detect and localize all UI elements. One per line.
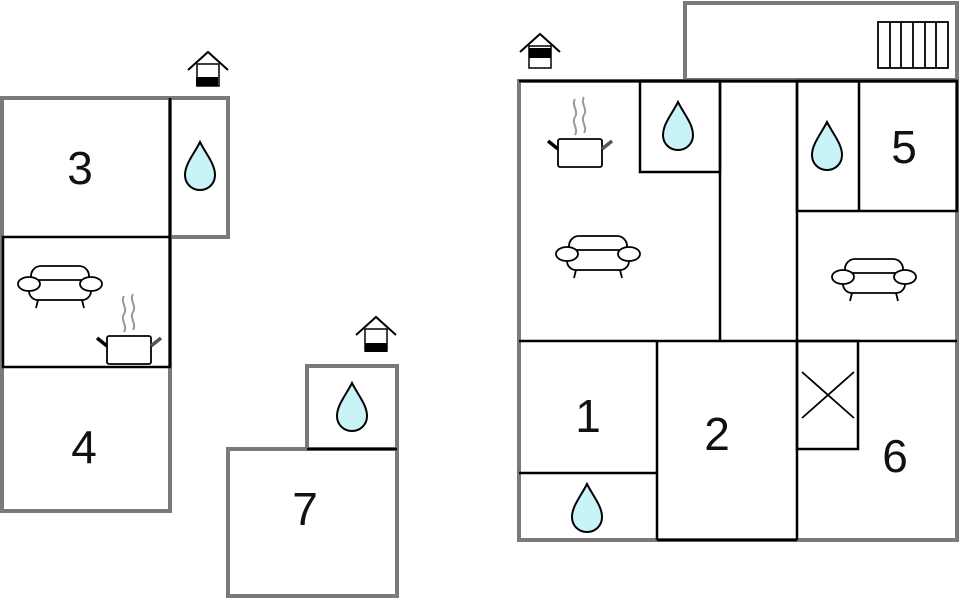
right-building: 5 1 2 6 <box>517 1 959 542</box>
room-label-6: 6 <box>882 430 908 482</box>
bathroom-drop-icon <box>571 483 603 533</box>
kitchen-pot-icon <box>95 292 163 366</box>
room-label-3: 3 <box>67 142 93 194</box>
closet <box>795 339 860 451</box>
bathroom-drop-icon <box>184 141 216 191</box>
room-living-kitchen <box>1 235 172 369</box>
room-label-1: 1 <box>575 390 601 442</box>
left-building: 3 4 <box>0 51 230 513</box>
sofa-icon <box>555 235 641 279</box>
room-label-5: 5 <box>891 121 917 173</box>
entrance-icon <box>187 51 229 87</box>
kitchen-pot-icon <box>546 95 614 169</box>
room-5-block <box>795 79 959 213</box>
room-label-4: 4 <box>71 421 97 473</box>
bathroom-drop-icon <box>662 101 694 151</box>
bathroom-drop-icon <box>336 382 368 432</box>
bathroom-drop-icon <box>811 121 843 171</box>
sofa-icon <box>831 258 917 302</box>
middle-building: 7 <box>226 316 399 598</box>
room-label-7: 7 <box>292 483 318 535</box>
stairs-icon <box>877 21 949 69</box>
room-label-2: 2 <box>704 408 730 460</box>
entrance-icon <box>355 316 397 352</box>
sofa-icon <box>17 265 103 309</box>
entrance-icon <box>519 33 561 69</box>
closet-x-icon <box>801 371 855 419</box>
